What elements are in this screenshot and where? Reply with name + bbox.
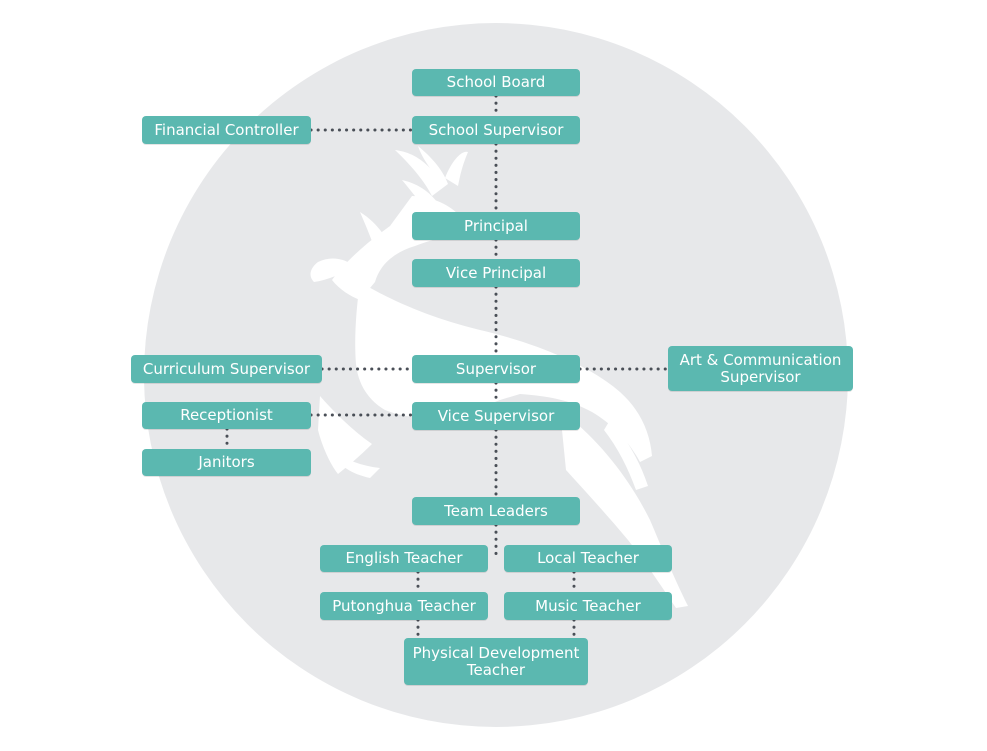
node-art-communication-supervisor: Art & Communication Supervisor [668,346,853,391]
node-vice-supervisor: Vice Supervisor [412,402,580,430]
node-curriculum-supervisor: Curriculum Supervisor [131,355,322,383]
node-putonghua-teacher: Putonghua Teacher [320,592,488,620]
node-janitors: Janitors [142,449,311,476]
node-financial-controller: Financial Controller [142,116,311,144]
node-team-leaders: Team Leaders [412,497,580,525]
node-school-supervisor: School Supervisor [412,116,580,144]
node-receptionist: Receptionist [142,402,311,429]
node-physical-development-teacher: Physical Development Teacher [404,638,588,685]
node-supervisor: Supervisor [412,355,580,383]
connector-lines [225,94,670,640]
node-english-teacher: English Teacher [320,545,488,572]
node-principal: Principal [412,212,580,240]
node-music-teacher: Music Teacher [504,592,672,620]
node-vice-principal: Vice Principal [412,259,580,287]
node-local-teacher: Local Teacher [504,545,672,572]
node-school-board: School Board [412,69,580,96]
